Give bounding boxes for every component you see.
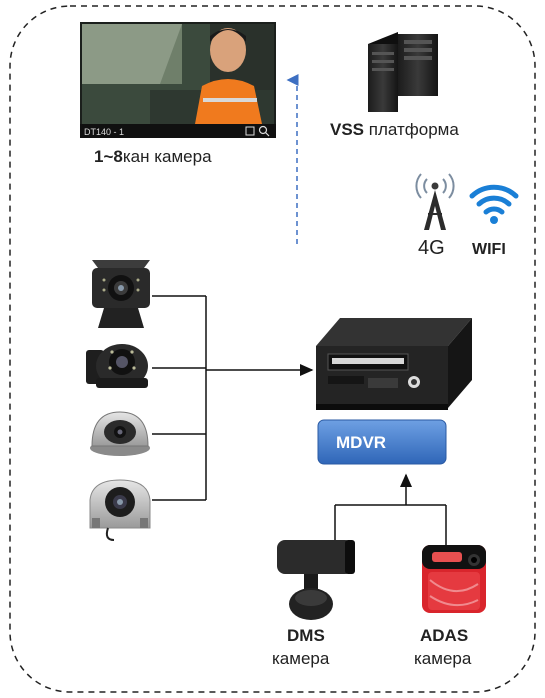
mdvr-label: MDVR xyxy=(336,433,386,452)
mdvr-device-icon xyxy=(316,318,472,410)
wifi-icon xyxy=(469,184,519,224)
dms-sub: камера xyxy=(272,649,330,668)
dashed-frame xyxy=(9,5,536,693)
server-icon xyxy=(368,32,438,112)
adas-camera-icon xyxy=(422,545,486,613)
dms-camera-icon xyxy=(277,540,355,620)
video-preview: DT140 - 1 xyxy=(80,22,276,138)
vss-rest: платформа xyxy=(364,120,459,139)
camera-side-icon xyxy=(86,344,148,388)
zoom-icon xyxy=(258,125,270,137)
driver-figure-icon xyxy=(195,28,262,124)
adas-sub: камера xyxy=(414,649,472,668)
label-4g: 4G xyxy=(418,237,445,259)
adas-title: ADAS xyxy=(420,626,468,645)
camera-box-icon xyxy=(89,479,151,541)
camera-count-label: 1~8кан камера xyxy=(94,147,212,166)
label-wifi: WIFI xyxy=(472,241,506,258)
layout-icon xyxy=(245,126,255,136)
cell-tower-icon xyxy=(415,173,455,230)
camera-bracket-icon xyxy=(92,260,150,328)
video-osd-text: DT140 - 1 xyxy=(84,127,124,137)
vss-bold: VSS xyxy=(330,120,364,139)
camera-dome-icon xyxy=(90,411,150,456)
dms-title: DMS xyxy=(287,626,325,645)
camera-connectors xyxy=(152,295,207,501)
camera-count-rest: кан камера xyxy=(123,147,212,166)
mdvr-button[interactable]: MDVR xyxy=(317,419,447,465)
camera-count-bold: 1~8 xyxy=(94,147,123,166)
vss-label: VSS платформа xyxy=(330,120,459,139)
